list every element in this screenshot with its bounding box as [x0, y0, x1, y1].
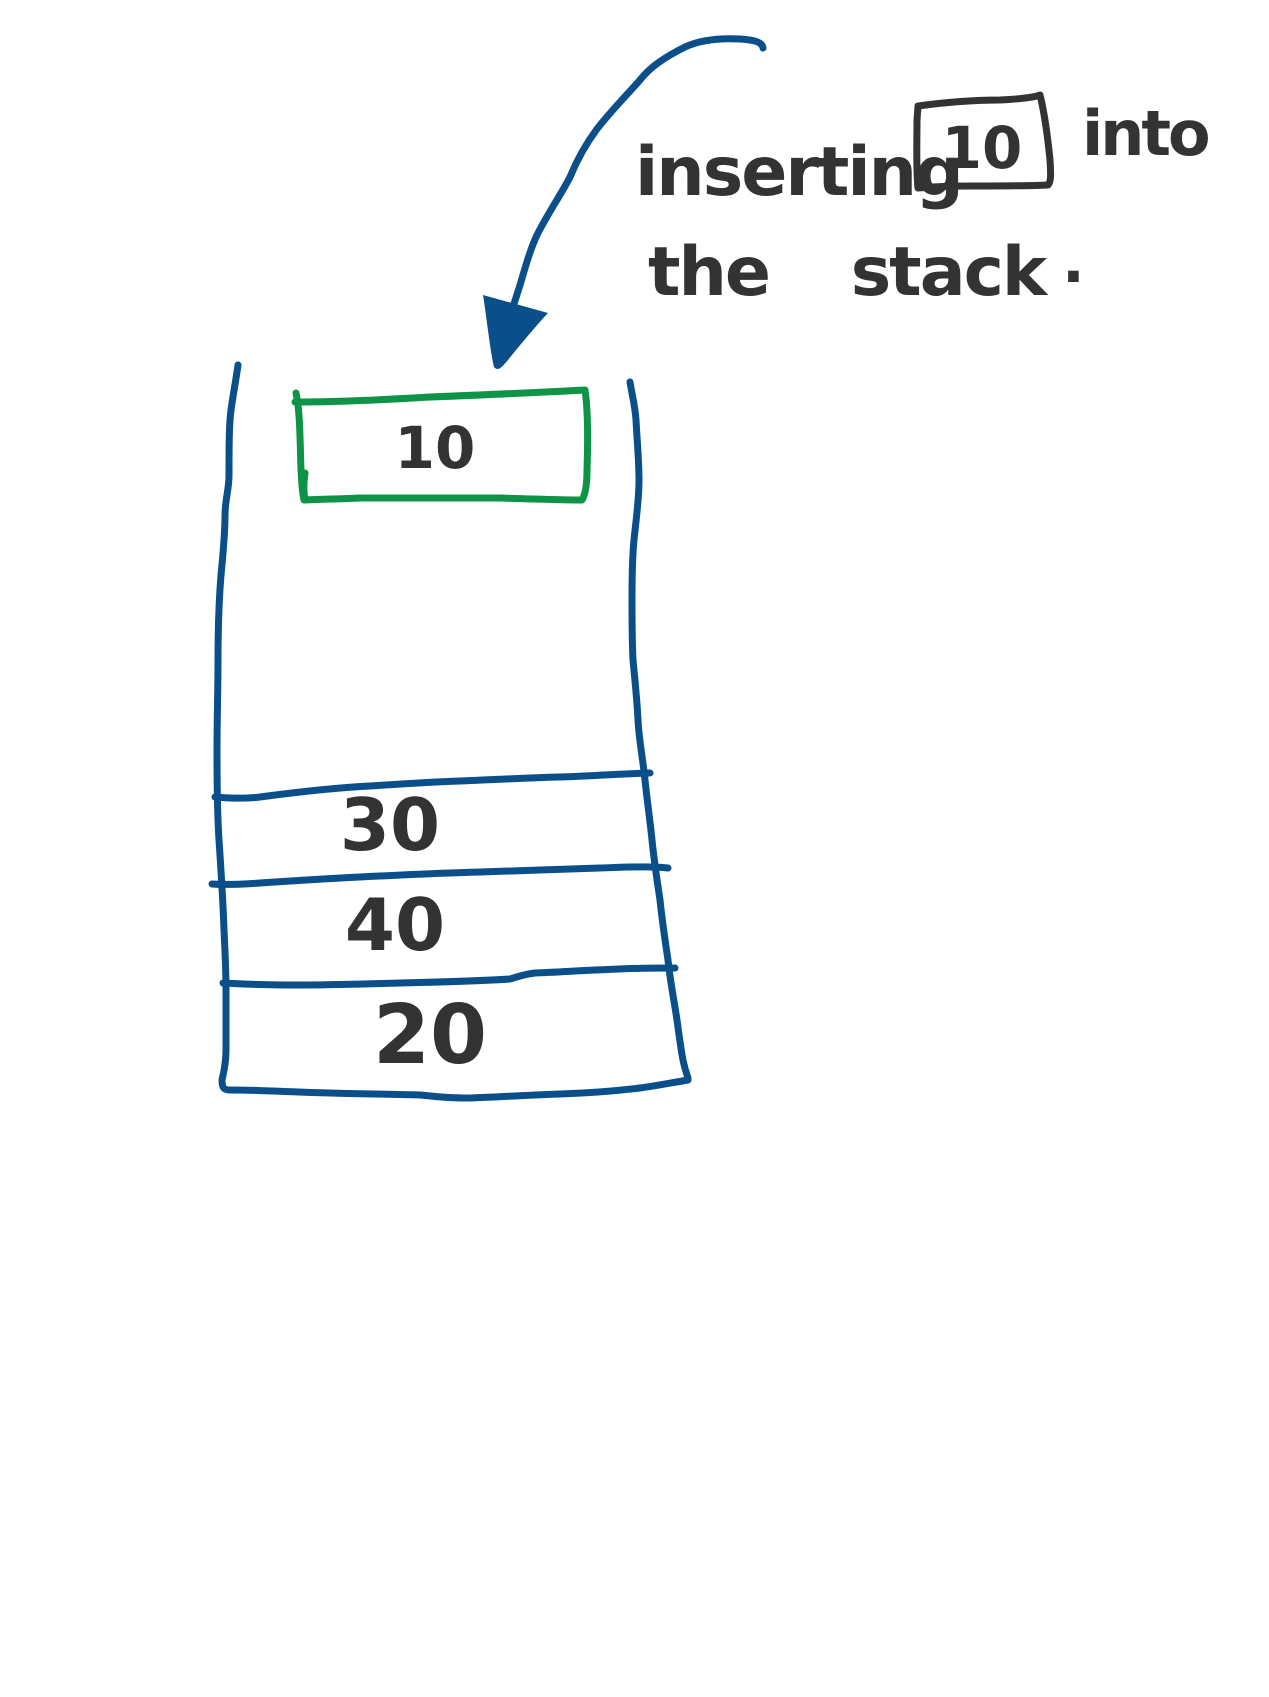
annotation-into: into	[1082, 97, 1208, 170]
stack-divider-bottom	[219, 964, 679, 989]
stack-container	[208, 361, 692, 1102]
stack-divider-top	[211, 769, 654, 802]
push-arrow	[483, 35, 767, 370]
annotation-inserting: inserting	[635, 133, 962, 212]
stack-item-value: 20	[373, 988, 487, 1083]
stack-divider-middle	[208, 863, 672, 888]
incoming-stack-item: 10	[291, 386, 592, 504]
annotation-highlight-box	[913, 91, 1055, 192]
annotation-the-stack: the stack	[648, 233, 1049, 312]
stack-items: 30 40 20	[340, 783, 487, 1083]
annotation: inserting 10 into the stack .	[635, 91, 1211, 312]
stack-item-value: 40	[345, 883, 445, 967]
incoming-item-value: 10	[395, 414, 476, 482]
push-arrow-shaft	[498, 35, 767, 349]
annotation-period: .	[1062, 227, 1085, 297]
stack-bottom	[226, 1076, 692, 1102]
stack-left-wall	[213, 361, 242, 1094]
stack-right-wall	[626, 378, 692, 1082]
stack-item-value: 30	[340, 783, 440, 867]
incoming-item-box	[291, 386, 592, 504]
push-arrow-head	[483, 295, 548, 370]
annotation-highlight-value: 10	[942, 114, 1023, 182]
